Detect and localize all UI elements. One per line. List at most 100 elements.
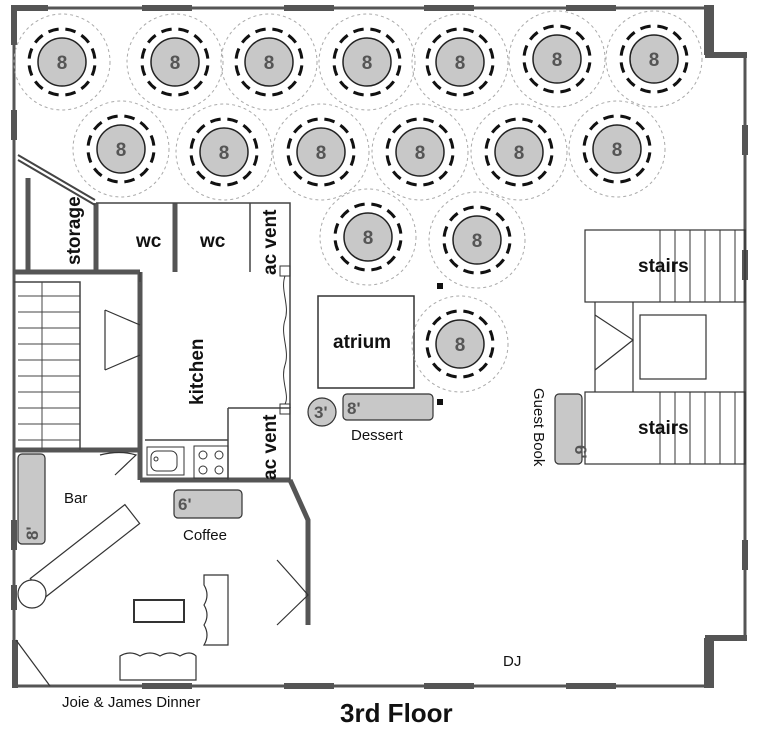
round-table-8: 8 xyxy=(605,10,703,108)
dinner-area-furniture xyxy=(17,503,229,681)
chair-mark xyxy=(635,167,645,177)
chair-mark xyxy=(80,80,90,90)
chair-mark xyxy=(405,180,417,187)
dessert-table xyxy=(342,393,434,421)
chair-mark xyxy=(149,152,156,164)
chair-mark xyxy=(124,177,136,184)
guest-book-table xyxy=(554,393,583,465)
chair-mark xyxy=(353,202,365,209)
chair-mark xyxy=(272,27,284,34)
chair-mark xyxy=(324,117,336,124)
ac-vent-upper-label: ac vent xyxy=(260,209,281,275)
chair-mark xyxy=(90,47,97,59)
chair-mark xyxy=(682,62,689,74)
chair-mark xyxy=(585,44,592,56)
chair-mark xyxy=(178,27,190,34)
chair-mark xyxy=(645,134,652,146)
round-table-number: 8 xyxy=(170,53,181,74)
chair-mark xyxy=(478,316,488,326)
chair-mark xyxy=(463,309,475,316)
round-table-8: 8 xyxy=(411,295,509,393)
atrium-label: atrium xyxy=(333,332,391,353)
chair-mark xyxy=(349,155,356,167)
chair-mark xyxy=(293,124,303,134)
round-table-top xyxy=(592,124,642,174)
chair-mark xyxy=(392,124,402,134)
chair-mark xyxy=(488,347,495,359)
chair-mark xyxy=(635,121,645,131)
round-table-top xyxy=(150,37,200,87)
chair-mark xyxy=(589,121,599,131)
chair-mark xyxy=(480,205,492,212)
chair-mark xyxy=(423,117,435,124)
chair-mark xyxy=(445,309,457,316)
chair-mark xyxy=(90,65,97,77)
round-table-top xyxy=(494,127,544,177)
chair-mark xyxy=(602,114,614,121)
chair-mark xyxy=(445,90,457,97)
chair-mark xyxy=(602,177,614,184)
chair-mark xyxy=(491,170,501,180)
round-table-top xyxy=(395,127,445,177)
table-clearance-ring xyxy=(411,13,509,111)
chair-mark xyxy=(227,117,239,124)
chair-mark xyxy=(353,265,365,272)
chair-mark xyxy=(27,65,34,77)
dessert-round-table xyxy=(307,397,337,427)
kitchen-appliances xyxy=(146,445,229,479)
chair-mark xyxy=(333,240,340,252)
rect-tables xyxy=(17,393,583,545)
chair-mark xyxy=(385,155,392,167)
round-table-8: 8 xyxy=(411,13,509,111)
chair-mark xyxy=(340,209,350,219)
chair-mark xyxy=(241,80,251,90)
chair-mark xyxy=(306,180,318,187)
storage-rail xyxy=(17,154,96,206)
chair-mark xyxy=(93,167,103,177)
round-table-8: 8 xyxy=(272,103,370,201)
table-clearance-ring xyxy=(428,191,526,289)
round-table-number: 8 xyxy=(57,53,68,74)
chair-mark xyxy=(203,47,210,59)
chair-mark xyxy=(287,34,297,44)
chair-mark xyxy=(386,209,396,219)
chair-mark xyxy=(672,77,682,87)
chair-mark xyxy=(352,27,364,34)
chair-mark xyxy=(505,243,512,255)
chair-mark xyxy=(448,137,455,149)
chair-mark xyxy=(405,117,417,124)
chair-mark xyxy=(462,205,474,212)
round-table-8: 8 xyxy=(319,188,417,286)
chair-mark xyxy=(252,137,259,149)
chair-mark xyxy=(242,124,252,134)
chair-mark xyxy=(396,240,403,252)
table-clearance-ring xyxy=(605,10,703,108)
chair-mark xyxy=(293,170,303,180)
round-table-number: 8 xyxy=(514,143,525,164)
round-table-8: 8 xyxy=(126,13,224,111)
chair-mark xyxy=(522,180,534,187)
chair-mark xyxy=(438,170,448,180)
guest-book-note: Guest Book xyxy=(530,388,547,467)
chair-mark xyxy=(529,77,539,87)
dessert-rect-size: 8' xyxy=(347,399,361,418)
chair-mark xyxy=(480,268,492,275)
chair-mark xyxy=(297,65,304,77)
chair-mark xyxy=(529,31,539,41)
chair-mark xyxy=(392,170,402,180)
chair-mark xyxy=(442,225,449,237)
chair-mark xyxy=(234,65,241,77)
round-table-8: 8 xyxy=(318,13,416,111)
round-table-number: 8 xyxy=(219,143,230,164)
chair-mark xyxy=(425,47,432,59)
round-table-top xyxy=(96,124,146,174)
chair-mark xyxy=(445,27,457,34)
dessert-round-size: 3' xyxy=(314,403,328,422)
chair-mark xyxy=(425,329,432,341)
round-table-number: 8 xyxy=(612,140,623,161)
chair-mark xyxy=(504,180,516,187)
round-table-number: 8 xyxy=(455,53,466,74)
chair-mark xyxy=(196,170,206,180)
chair-mark xyxy=(189,137,196,149)
chair-mark xyxy=(254,90,266,97)
